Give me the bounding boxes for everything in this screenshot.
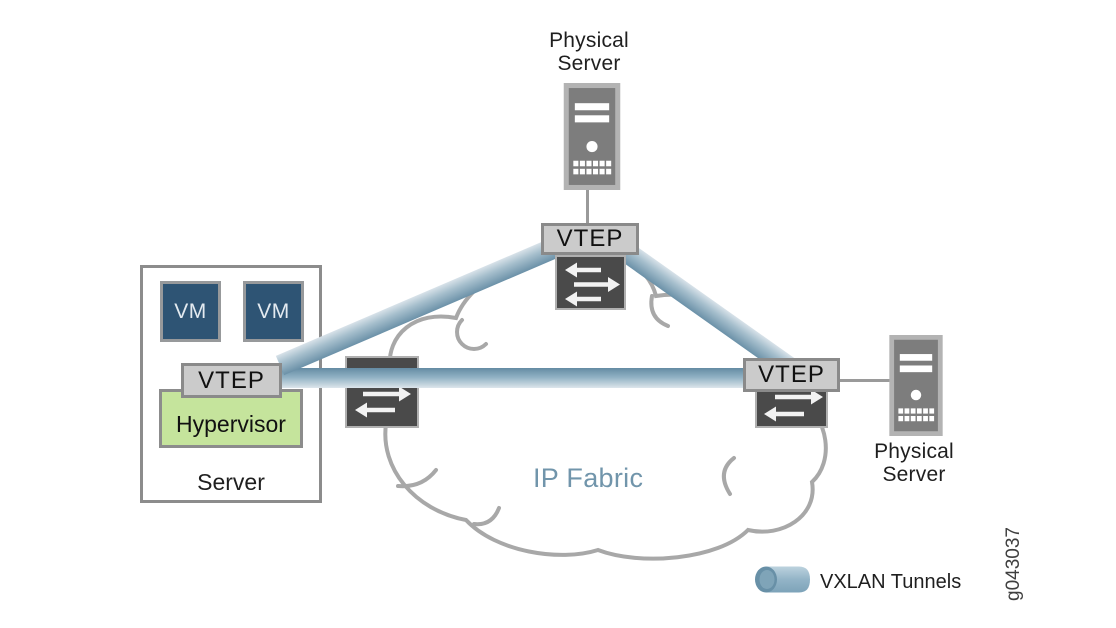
vm-node-2: VM	[243, 281, 304, 342]
spine-switch-icon	[345, 356, 419, 428]
right-server-icon	[889, 335, 943, 436]
vm-node-1: VM	[160, 281, 221, 342]
hypervisor-label: Hypervisor	[176, 411, 286, 437]
top-server-link	[586, 189, 589, 225]
vxlan-tunnel-legend-label: VXLAN Tunnels	[820, 571, 962, 593]
top-server-label: Physical Server	[549, 29, 629, 75]
top-vtep-box: VTEP	[541, 223, 639, 255]
ip-fabric-label: IP Fabric	[533, 463, 644, 493]
top-server-icon	[563, 83, 621, 190]
figure-id: g043037	[1003, 527, 1024, 601]
right-server-link	[838, 379, 890, 382]
vm-label: VM	[174, 299, 207, 323]
vxlan-tunnel-left-right	[278, 368, 746, 388]
top-leaf-switch-icon	[555, 255, 626, 310]
vm-label: VM	[257, 299, 290, 323]
right-server-label: Physical Server	[874, 440, 954, 486]
right-vtep-box: VTEP	[743, 358, 840, 392]
vxlan-tunnel-legend-icon	[755, 566, 810, 593]
left-vtep-box: VTEP	[181, 363, 282, 398]
server-box-title: Server	[197, 469, 265, 495]
hypervisor-box: Hypervisor	[159, 389, 303, 448]
